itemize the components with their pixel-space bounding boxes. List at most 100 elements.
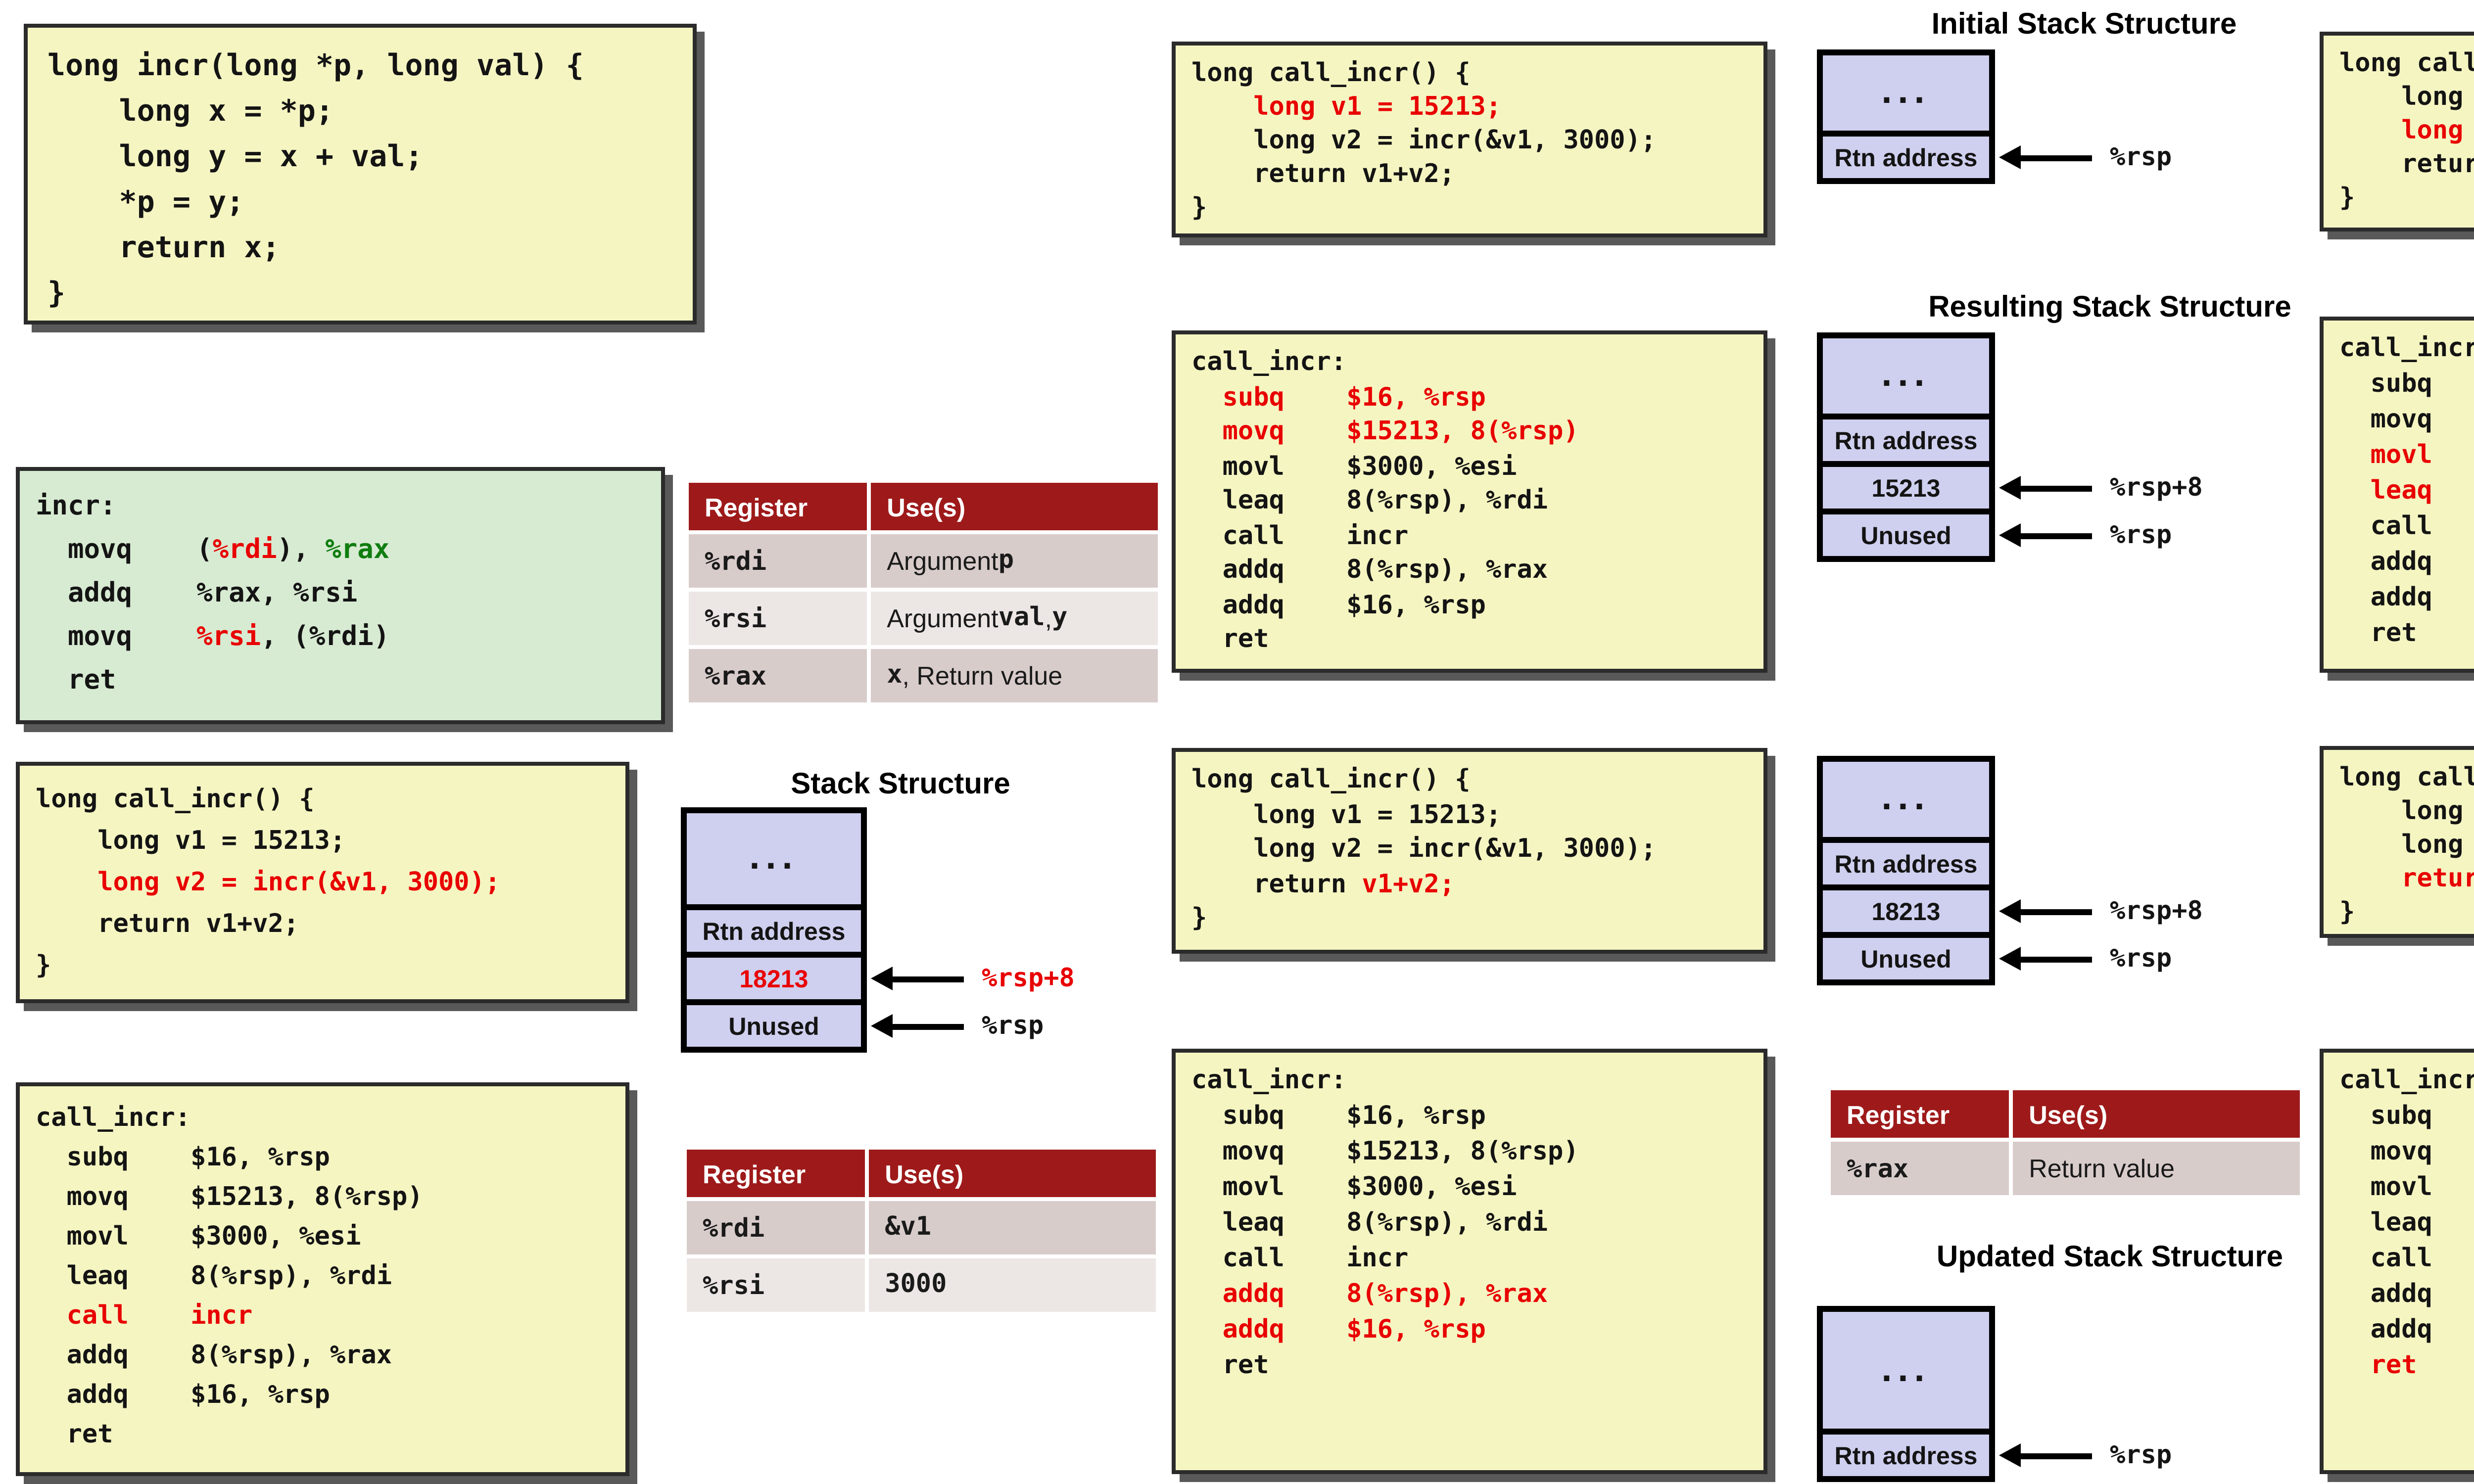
code-line: movq %rsi, (%rdi) xyxy=(36,615,645,659)
text-segment: incr: xyxy=(36,491,116,522)
code-line: long incr(long *p, long val) { xyxy=(48,44,673,89)
stack-cell-label: Unused xyxy=(1860,945,1951,973)
code-box-call-incr-assembly-setup-highlight: call_incr: subq $16, %rsp movq $15213, 8… xyxy=(1172,330,1767,673)
register-cell: %rax xyxy=(689,660,867,692)
stack-pointer-label: %rsp xyxy=(2110,1440,2172,1470)
code-line: } xyxy=(1191,902,1748,937)
text-segment: ret xyxy=(1191,625,1269,655)
arrowhead-left-icon xyxy=(1999,1443,2021,1467)
text-segment: long x = *p; xyxy=(48,93,333,129)
arrow-line xyxy=(2021,485,2092,491)
code-line: movq $15213, 8(%rsp) xyxy=(2339,1136,2474,1171)
code-line: addq 8(%rsp), %rax xyxy=(1191,554,1748,589)
code-line: subq $16, %rsp xyxy=(1191,381,1748,416)
code-line: long v2 = incr(&v1, 3000); xyxy=(2339,115,2474,148)
register-cell: %rax xyxy=(1831,1153,2009,1184)
code-line: call incr xyxy=(1191,519,1748,554)
code-box-incr-assembly: incr: movq (%rdi), %rax addq %rax, %rsi … xyxy=(16,467,665,724)
code-box-call-incr-c-v1-highlight: long call_incr() { long v1 = 15213; long… xyxy=(1172,42,1767,237)
stack-cell-label: Unused xyxy=(728,1012,819,1040)
code-line: long y = x + val; xyxy=(48,135,673,180)
stack-diagram-initial: ...Rtn address%rsp xyxy=(1817,49,2172,184)
code-line: long call_incr() { xyxy=(36,780,610,821)
code-line: movl $3000, %esi xyxy=(36,1219,610,1258)
code-line: ret xyxy=(1191,623,1748,658)
text-segment: return v1+v2; xyxy=(2401,150,2474,180)
stack-cell-ellipsis: ... xyxy=(687,813,861,904)
stack-pointer-label: %rsp+8 xyxy=(2110,896,2203,926)
code-line: long call_incr() { xyxy=(2339,47,2474,81)
code-line: movq $15213, 8(%rsp) xyxy=(2339,404,2474,439)
text-segment: leaq 8(%rsp), %rdi xyxy=(1191,487,1548,516)
code-box-call-incr-assembly-ret-highlight: call_incr: subq $16, %rsp movq $15213, 8… xyxy=(2320,1049,2474,1474)
text-segment xyxy=(36,869,97,898)
code-line: return x; xyxy=(48,226,673,271)
text-segment: } xyxy=(2339,898,2355,928)
table-row: %rdi&v1 xyxy=(687,1197,1156,1254)
code-box-call-incr-c-left: long call_incr() { long v1 = 15213; long… xyxy=(16,762,629,1003)
code-line: call incr xyxy=(2339,510,2474,546)
text-segment: subq $16, %rsp xyxy=(2370,1102,2432,1132)
code-line: movl $3000, %esi xyxy=(2339,1171,2474,1207)
stack-cell: Rtn address xyxy=(687,904,861,952)
text-segment: movl $3000, %esi xyxy=(2370,1173,2432,1203)
code-line: ret xyxy=(2339,1349,2474,1385)
stack-cell: Rtn address%rsp xyxy=(1823,1429,2172,1476)
text-segment: movq $15213, 8(%rsp) xyxy=(1191,417,1579,447)
text-segment: call_incr: xyxy=(2339,334,2474,364)
code-line: } xyxy=(2339,896,2474,930)
table-header-register: Register xyxy=(703,1159,806,1188)
code-line: leaq 8(%rsp), %rdi xyxy=(2339,1207,2474,1243)
stack-pointer-label: %rsp xyxy=(2110,520,2172,550)
text-segment: long v2 = incr(&v1, 3000); xyxy=(2401,117,2464,146)
text-segment: addq 8(%rsp), %rax xyxy=(36,1342,392,1371)
stack-cell-label: 18213 xyxy=(1871,897,1941,925)
text-segment: long call_incr() { xyxy=(1191,59,1471,89)
code-line: leaq 8(%rsp), %rdi xyxy=(36,1258,610,1298)
stack-cell-label: Rtn address xyxy=(1834,850,1978,878)
code-line: } xyxy=(2339,182,2474,216)
use-cell: x, Return value xyxy=(867,649,1158,702)
code-line: addq $16, %rsp xyxy=(36,1377,610,1417)
rsp-pointer-arrow: %rsp xyxy=(1999,520,2172,550)
text-segment: movq $15213, 8(%rsp) xyxy=(2370,406,2432,435)
stack-cell-label: ... xyxy=(1881,778,1931,819)
code-line: call_incr: xyxy=(36,1100,610,1140)
stack-pointer-label: %rsp+8 xyxy=(982,964,1075,993)
code-line: ret xyxy=(1191,1349,1748,1385)
code-line: addq $16, %rsp xyxy=(2339,1314,2474,1349)
text-segment: addq 8(%rsp), %rax xyxy=(2370,1280,2432,1310)
use-cell: 3000 xyxy=(865,1258,1156,1312)
text-segment: addq $16, %rsp xyxy=(2370,584,2432,613)
text-segment: 3000 xyxy=(885,1270,947,1300)
text-segment: return x; xyxy=(48,230,280,265)
text-segment: return xyxy=(2401,865,2474,894)
text-segment: movl $3000, %esi xyxy=(1191,1173,1517,1203)
text-segment: addq 8(%rsp), %rax xyxy=(1191,1280,1548,1310)
arrowhead-left-icon xyxy=(1999,899,2021,923)
rsp-pointer-arrow: %rsp+8 xyxy=(1999,473,2203,503)
arrowhead-left-icon xyxy=(1999,145,2021,169)
updated-stack-structure-title-mid: Updated Stack Structure xyxy=(1936,1241,2284,1274)
text-segment: long call_incr() { xyxy=(2339,49,2474,79)
code-line: } xyxy=(48,271,673,317)
text-segment: long incr(long *p, long val) { xyxy=(48,47,584,83)
code-line: return v1+v2; xyxy=(36,904,610,946)
text-segment: long call_incr() { xyxy=(1191,766,1471,795)
text-segment: movl $3000, %esi xyxy=(2370,441,2432,471)
stack-cell: Rtn address xyxy=(1823,837,1989,884)
code-line: subq $16, %rsp xyxy=(2339,368,2474,404)
stack-cell: Unused%rsp xyxy=(1823,932,2172,979)
code-line: *p = y; xyxy=(48,180,673,226)
stack-cell: 18213%rsp+8 xyxy=(687,952,1075,999)
code-line: ret xyxy=(36,1417,610,1456)
arrow-line xyxy=(2021,154,2092,160)
code-line: } xyxy=(36,946,610,987)
text-segment: long call_incr() { xyxy=(2339,764,2474,793)
text-segment: Argument xyxy=(887,603,999,633)
